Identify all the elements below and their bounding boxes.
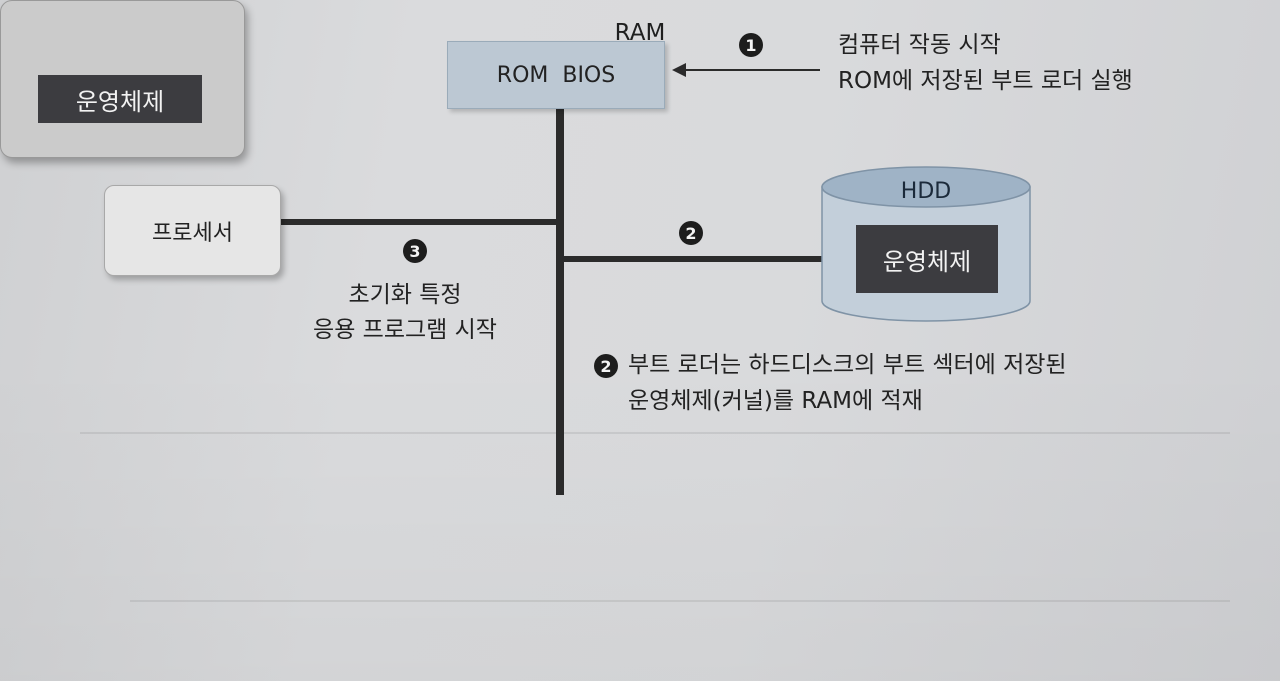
step2-line2: 운영체제(커널)를 RAM에 적재: [628, 388, 923, 414]
rom-bios-box: ROM BIOS: [447, 41, 665, 109]
step3-line2: 응용 프로그램 시작: [313, 317, 497, 343]
ghost-divider: [130, 600, 1230, 602]
step1-line2: ROM에 저장된 부트 로더 실행: [838, 68, 1133, 94]
step3-badge: 3: [403, 239, 427, 263]
background-page-bleed: [0, 360, 1280, 681]
step2-badge: 2: [594, 354, 618, 378]
bus-vertical-line: [556, 107, 564, 495]
processor-connector-line: [279, 219, 558, 225]
ram-label: RAM: [614, 20, 666, 46]
rom-bios-label: ROM BIOS: [496, 62, 616, 88]
step3-line1: 초기화 특정: [348, 282, 462, 308]
hdd-label: HDD: [900, 179, 952, 204]
step2-line1: 부트 로더는 하드디스크의 부트 섹터에 저장된: [628, 352, 1067, 378]
processor-box: 프로세서: [104, 185, 281, 276]
step1-badge: 1: [739, 33, 763, 57]
ram-box: RAM 운영체제: [0, 0, 665, 158]
step1-arrow: [672, 63, 820, 77]
processor-label: 프로세서: [152, 220, 233, 246]
hdd-cylinder: HDD 운영체제: [820, 165, 1032, 323]
hdd-os-block: 운영체제: [856, 225, 998, 293]
hdd-connector-line: [562, 256, 824, 262]
step1-line1: 컴퓨터 작동 시작: [838, 32, 1001, 58]
step2-line-badge: 2: [679, 221, 703, 245]
ram-os-block: 운영체제: [38, 75, 202, 123]
ghost-divider: [80, 432, 1230, 434]
